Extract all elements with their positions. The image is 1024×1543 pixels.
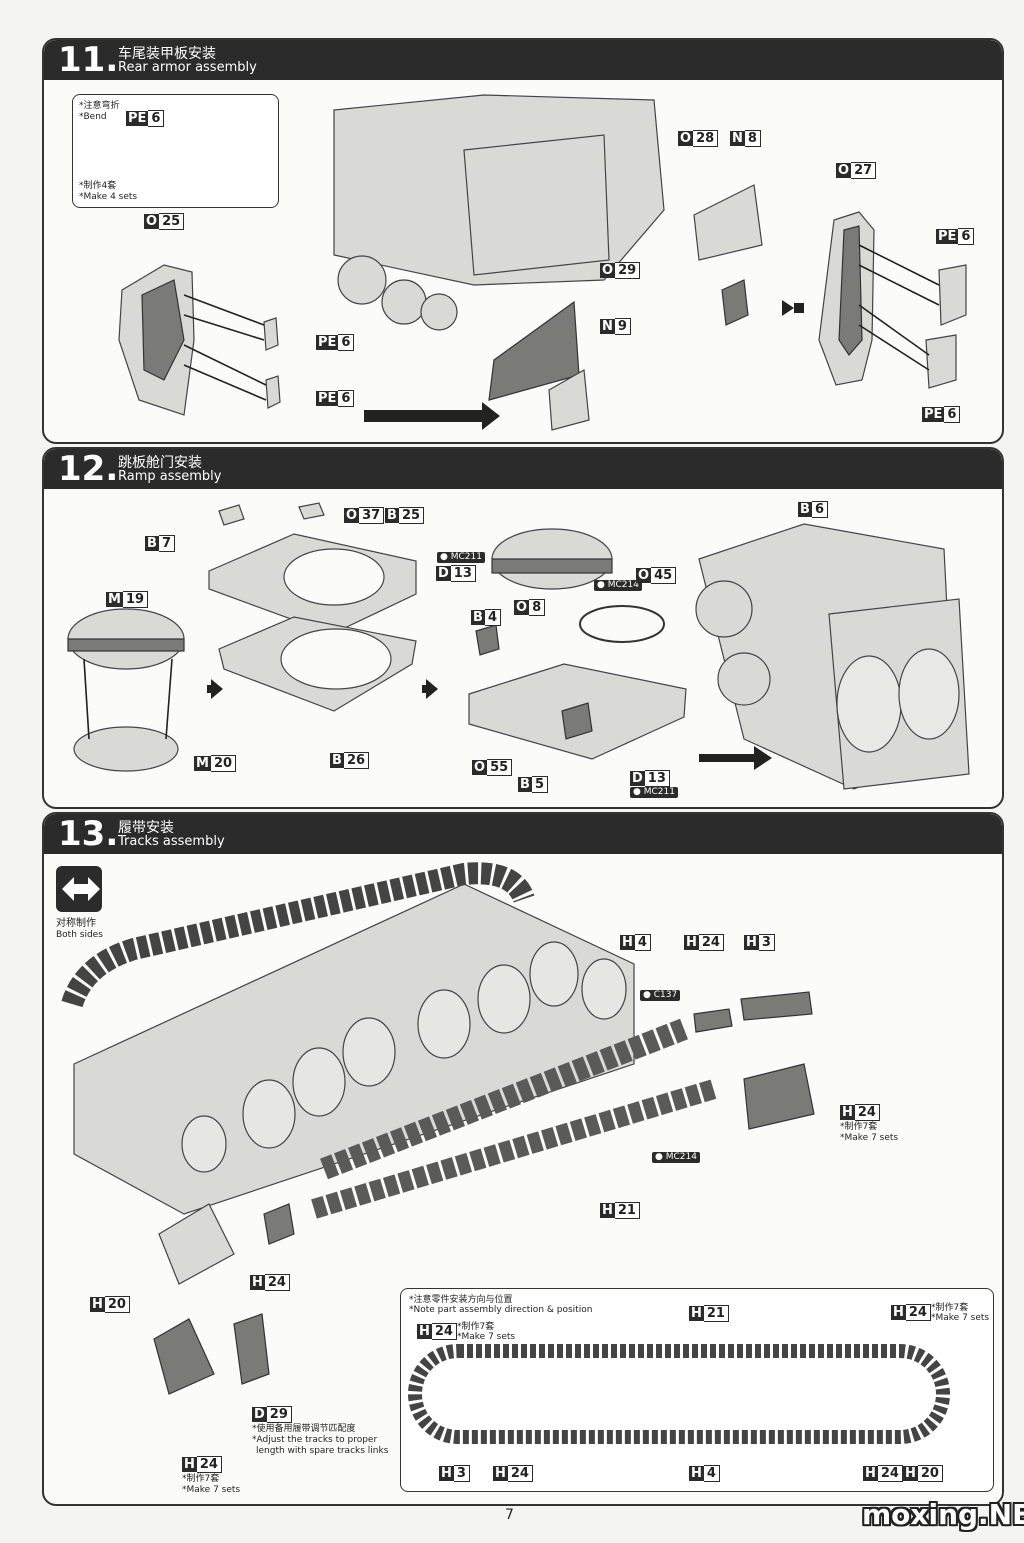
step-title-en: Rear armor assembly (118, 60, 257, 75)
step-13-panel: 13. 履带安装 Tracks assembly (42, 812, 1004, 1506)
make-7-sets-zh: *制作7套 (931, 1303, 969, 1313)
step-title-zh: 履带安装 (118, 820, 174, 836)
step-12-panel: 12. 跳板舱门安装 Ramp assembly (42, 447, 1004, 809)
make-7-sets-en: *Make 7 sets (931, 1313, 990, 1323)
step-title-zh: 车尾装甲板安装 (118, 46, 216, 62)
both-sides-en: Both sides (56, 930, 103, 940)
bend-note-en: *Bend (79, 112, 107, 122)
track-note-box: *注意零件安装方向与位置 *Note part assembly directi… (400, 1288, 994, 1492)
make-sets-en: *Make 4 sets (79, 192, 138, 202)
step-11-panel: 11. 车尾装甲板安装 Rear armor assembly (42, 38, 1004, 444)
watermark: moxing.NET (862, 1498, 1024, 1531)
step-title-en: Tracks assembly (118, 834, 225, 849)
make-7-sets-zh: *制作7套 (840, 1122, 878, 1132)
step-13-diagram (56, 862, 815, 1395)
step-number: 12. (58, 449, 119, 489)
track-loop-diagram (408, 1344, 950, 1444)
step-12-diagram (67, 502, 970, 790)
step-title-en: Ramp assembly (118, 469, 222, 484)
make-sets-zh: *制作4套 (79, 181, 117, 191)
paint-mc211: ● MC211 (630, 787, 678, 798)
note-title-en: *Note part assembly direction & position (409, 1305, 593, 1315)
make-7-sets-en: *Make 7 sets (457, 1332, 516, 1342)
paint-mc211: ● MC211 (437, 552, 485, 563)
paint-mc214: ● MC214 (594, 580, 642, 591)
paint-mc214: ● MC214 (652, 1152, 700, 1163)
both-sides-zh: 对称制作 (56, 918, 96, 929)
page-number: 7 (505, 1507, 514, 1523)
adjust-note-en: *Adjust the tracks to proper (252, 1435, 378, 1445)
paint-c137: ● C137 (640, 990, 681, 1001)
make-7-sets-en: *Make 7 sets (182, 1485, 241, 1495)
adjust-note-en: length with spare tracks links (256, 1446, 389, 1456)
bend-inset: *注意弯折 *Bend *制作4套 *Make 4 sets (72, 94, 279, 208)
bend-note-zh: *注意弯折 (79, 101, 120, 111)
step-number: 11. (58, 40, 119, 80)
step-12-header: 12. 跳板舱门安装 Ramp assembly (44, 449, 1002, 489)
both-sides-icon (56, 866, 102, 912)
make-7-sets-zh: *制作7套 (182, 1474, 220, 1484)
step-number: 13. (58, 814, 119, 854)
adjust-note-zh: *使用备用履带调节匹配度 (252, 1424, 356, 1434)
note-title-zh: *注意零件安装方向与位置 (409, 1295, 513, 1305)
make-7-sets-en: *Make 7 sets (840, 1133, 899, 1143)
step-title-zh: 跳板舱门安装 (118, 455, 202, 471)
step-11-header: 11. 车尾装甲板安装 Rear armor assembly (44, 40, 1002, 80)
step-13-header: 13. 履带安装 Tracks assembly (44, 814, 1002, 854)
make-7-sets-zh: *制作7套 (457, 1322, 495, 1332)
